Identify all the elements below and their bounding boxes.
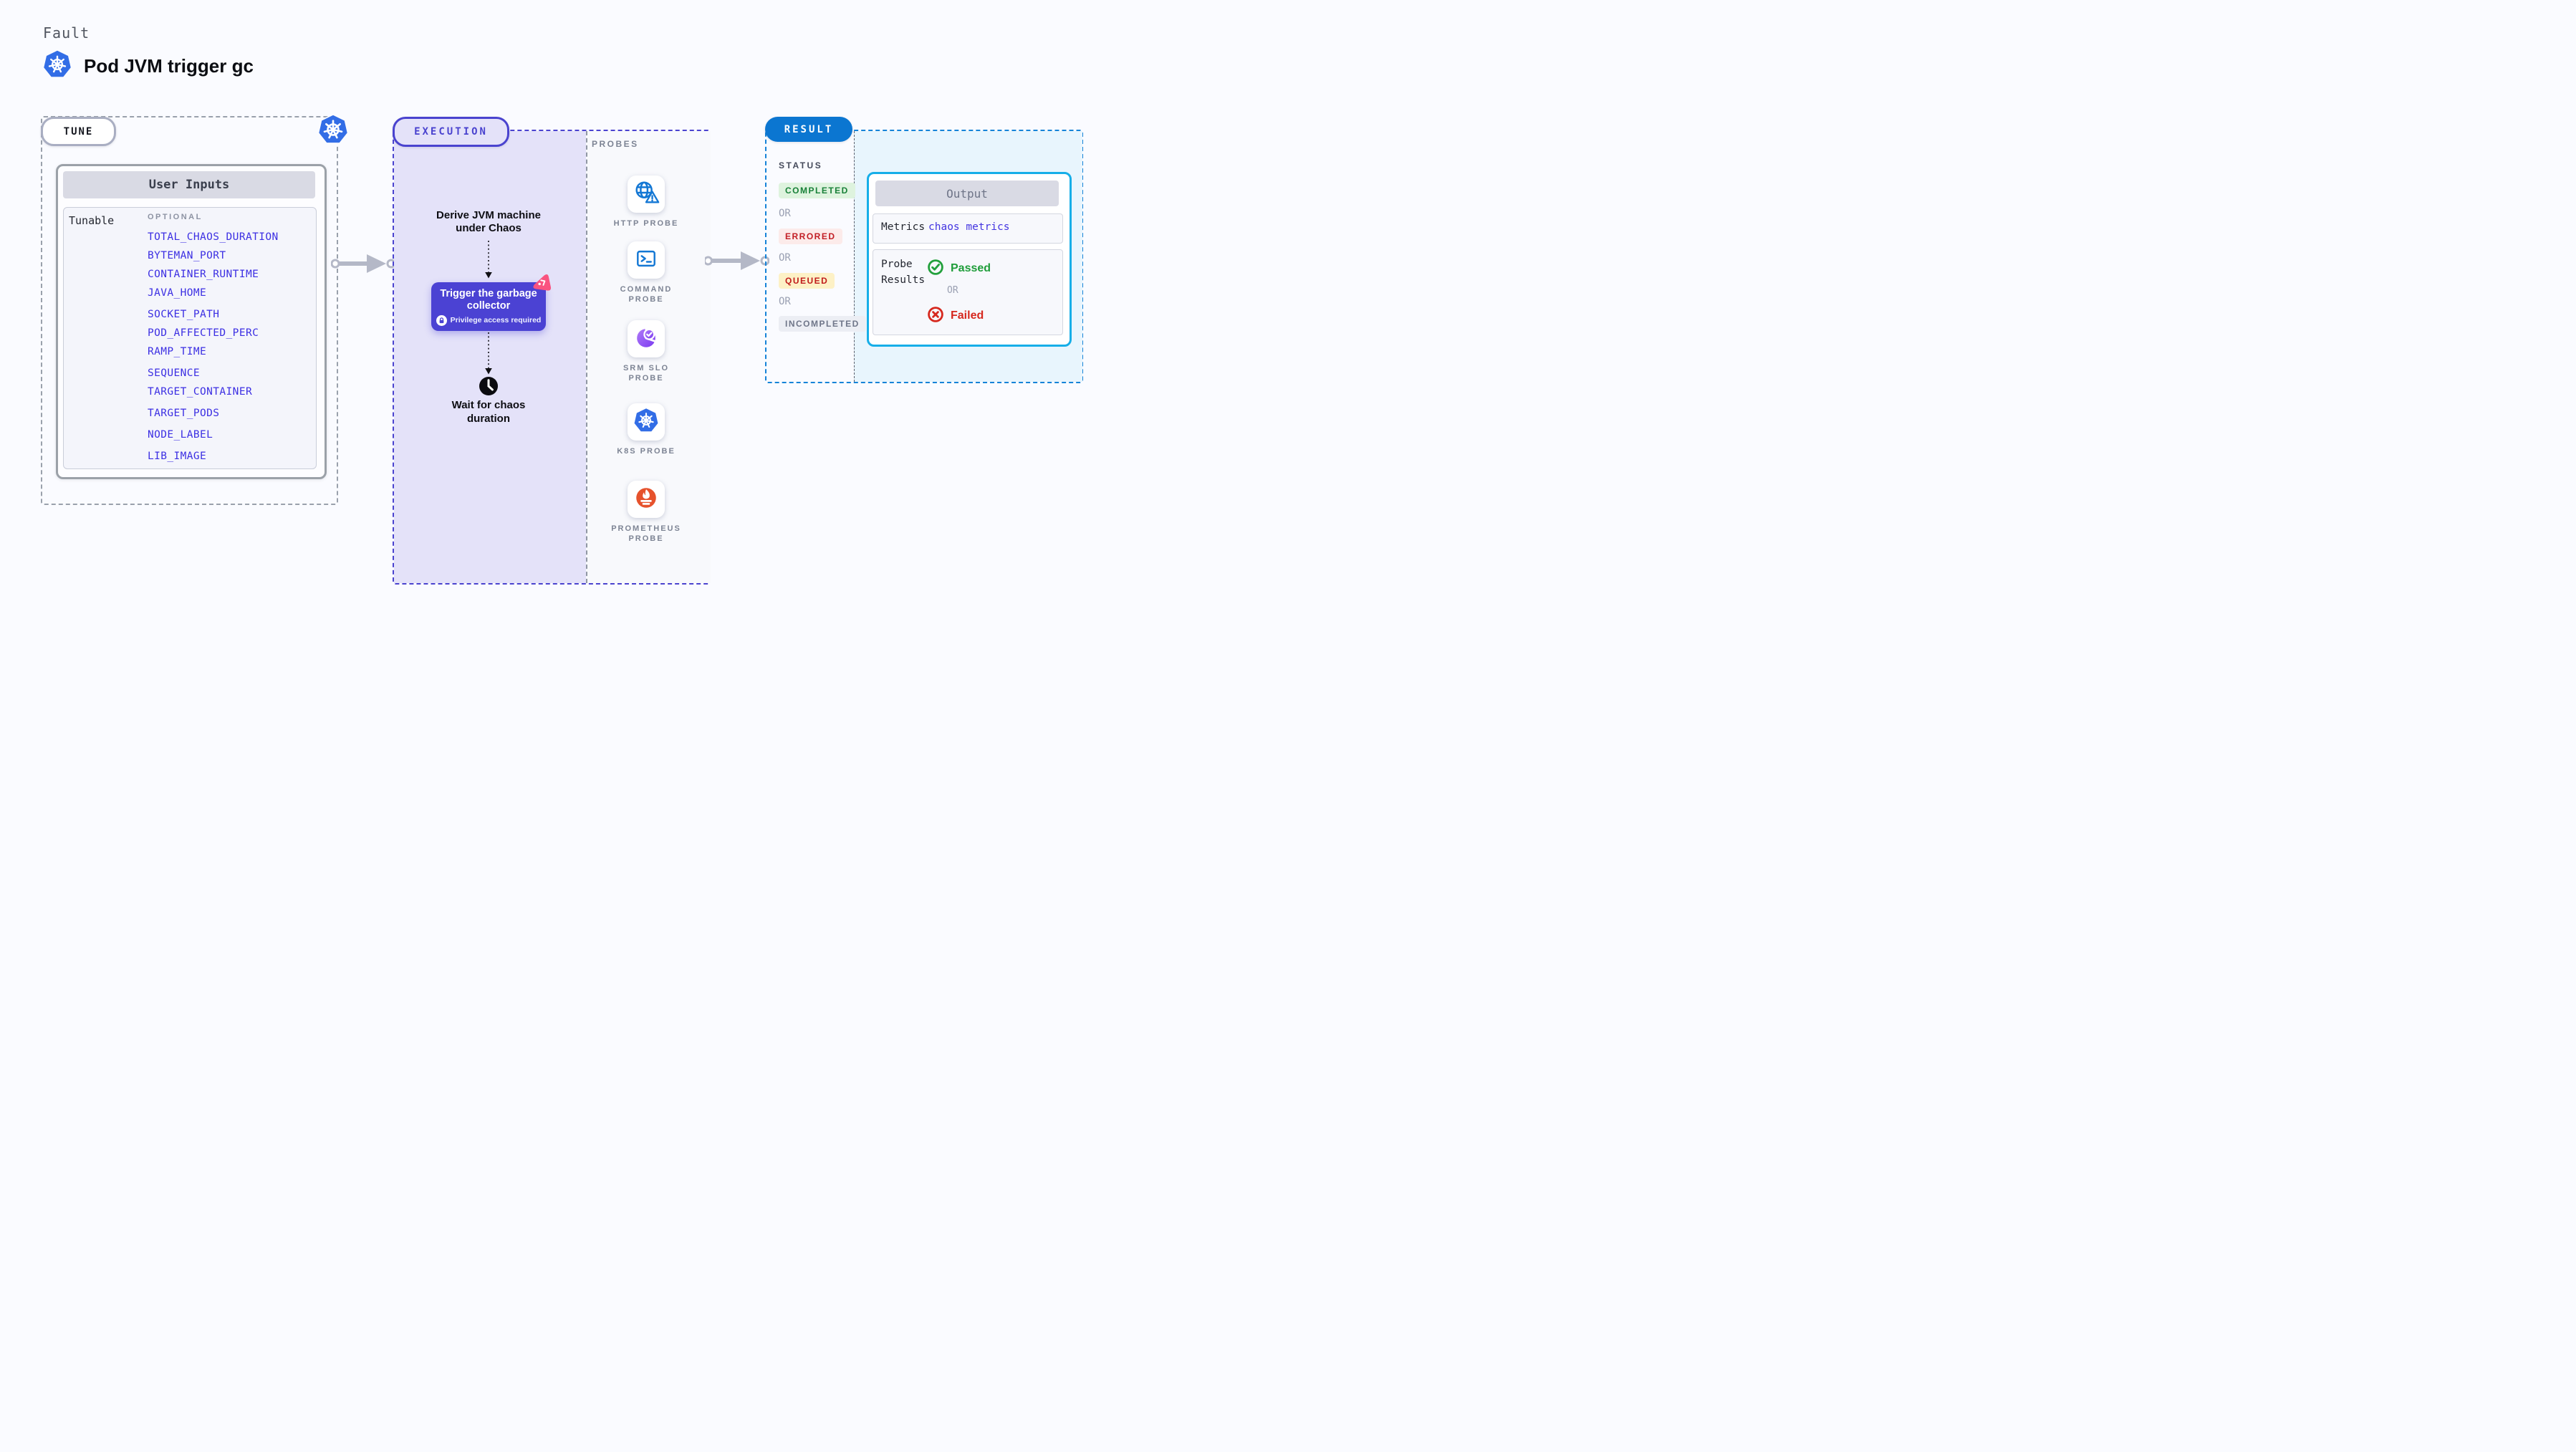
http-probe-card[interactable] [628,176,665,213]
output-header: Output [875,181,1059,206]
status-badge-completed[interactable]: COMPLETED [779,183,855,198]
param-list: TOTAL_CHAOS_DURATION BYTEMAN_PORT CONTAINE… [148,228,312,466]
metrics-label: Metrics [881,221,926,233]
status-label: STATUS [779,160,823,170]
probe-results-label: Probe Results [881,259,926,286]
k8s-probe-card[interactable] [628,403,665,441]
user-inputs-header: User Inputs [63,171,315,198]
probe-item-http: HTTP PROBE [592,176,700,229]
probe-label: HTTP PROBE [613,219,679,228]
fault-eyebrow: Fault [43,24,90,42]
status-badge-incompleted[interactable]: INCOMPLETED [779,316,866,332]
kubernetes-icon [633,407,660,437]
param-link[interactable]: SOCKET_PATH [148,309,220,320]
result-pill[interactable]: RESULT [765,117,852,142]
passed-row: Passed [927,259,991,279]
globe-alert-icon [633,179,660,209]
execution-pill[interactable]: EXECUTION [393,117,509,147]
privilege-note: Privilege access required [450,316,542,324]
probe-item-command: COMMAND PROBE [592,241,700,304]
dotted-connector-down-icon [484,241,493,282]
probe-label: COMMAND PROBE [620,285,673,304]
privilege-row: Privilege access required [436,314,542,326]
failed-row: Failed [927,306,984,326]
status-badge-errored[interactable]: ERRORED [779,229,842,244]
litmus-chaos-badge-icon [529,271,553,299]
param-link[interactable]: NODE_LABEL [148,429,213,441]
tune-pill[interactable]: TUNE [41,117,116,146]
metrics-row [873,213,1063,244]
fault-diagram: Fault Pod JVM trigger gc TUNE [0,0,1123,633]
optional-label: OPTIONAL [148,213,203,221]
check-circle-icon [927,259,944,279]
or-separator: OR [779,208,791,219]
title-row: Pod JVM trigger gc [43,50,254,82]
or-separator: OR [947,285,958,296]
clock-icon [478,375,499,400]
lock-icon [436,314,447,326]
probe-label: K8S PROBE [617,447,676,456]
failed-label: Failed [951,309,984,322]
trigger-gc-title: Trigger the garbage collector [440,287,537,312]
terminal-icon [633,246,659,274]
execution-canvas [394,131,586,583]
trigger-gc-card[interactable]: Trigger the garbage collector Privilege … [431,282,546,331]
kubernetes-corner-icon [317,113,349,148]
wait-step-label: Wait for chaos duration [451,399,526,425]
param-link[interactable]: BYTEMAN_PORT [148,250,226,261]
tune-section-box [41,116,338,505]
probe-item-prometheus: PROMETHEUS PROBE [592,481,700,544]
probe-item-srm-slo: SRM SLO PROBE [592,320,700,383]
param-link[interactable]: SEQUENCE [148,367,201,379]
param-link[interactable]: TARGET_PODS [148,408,220,419]
or-separator: OR [779,252,791,264]
probe-label: PROMETHEUS PROBE [611,524,681,543]
probe-item-k8s: K8S PROBE [592,403,700,456]
param-link[interactable]: LIB_IMAGE [148,451,207,462]
param-link[interactable]: CONTAINER_RUNTIME [148,269,259,280]
prometheus-probe-card[interactable] [628,481,665,518]
arrow-tune-to-execution [330,252,396,278]
param-link[interactable]: POD_AFFECTED_PERC [148,327,259,339]
tunable-label: Tunable [69,214,115,227]
param-link[interactable]: TOTAL_CHAOS_DURATION [148,231,279,243]
x-circle-icon [927,306,944,326]
param-link[interactable]: JAVA_HOME [148,287,207,299]
or-separator: OR [779,296,791,307]
page-title: Pod JVM trigger gc [84,54,254,77]
passed-label: Passed [951,262,991,274]
slo-gauge-icon-card[interactable] [628,320,665,357]
param-link[interactable]: RAMP_TIME [148,346,207,357]
derive-step-label: Derive JVM machine under Chaos [436,209,541,234]
status-badge-queued[interactable]: QUEUED [779,273,835,289]
user-inputs-panel [63,207,317,469]
kubernetes-icon [43,50,72,82]
param-link[interactable]: TARGET_CONTAINER [148,386,253,398]
metrics-value-link[interactable]: chaos metrics [928,221,1010,233]
probes-label: PROBES [592,139,639,149]
probe-results-row [873,249,1063,335]
probe-label: SRM SLO PROBE [623,364,670,383]
command-probe-card[interactable] [628,241,665,279]
prometheus-flame-icon [633,484,660,514]
slo-gauge-icon [633,324,660,354]
dotted-connector-down-icon [484,332,493,378]
arrow-execution-to-result [703,249,770,275]
